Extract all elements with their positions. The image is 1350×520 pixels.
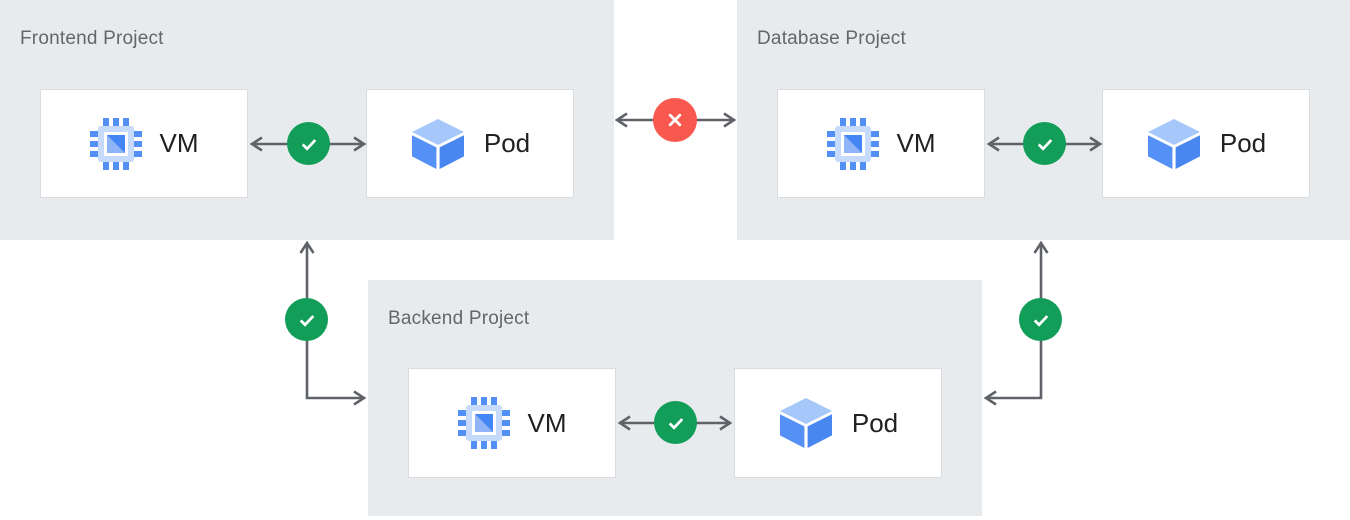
frontend-internal-allowed-badge bbox=[287, 122, 330, 165]
vm-icon bbox=[89, 117, 142, 170]
pod-label: Pod bbox=[851, 407, 899, 438]
frontend-database-blocked-badge bbox=[653, 98, 697, 142]
check-icon bbox=[1028, 307, 1054, 333]
vm-icon bbox=[826, 117, 879, 170]
frontend-pod-node: Pod bbox=[366, 89, 574, 198]
project-title-frontend: Frontend Project bbox=[20, 28, 164, 49]
database-vm-node: VM bbox=[777, 89, 985, 198]
pod-icon bbox=[1146, 118, 1202, 170]
project-panel-frontend: Frontend Project VM bbox=[0, 0, 614, 240]
project-title-database: Database Project bbox=[757, 28, 906, 49]
pod-label: Pod bbox=[1219, 128, 1267, 158]
pod-icon bbox=[410, 118, 466, 170]
backend-vm-node: VM bbox=[408, 368, 616, 478]
check-icon bbox=[296, 131, 322, 157]
frontend-vm-node: VM bbox=[40, 89, 248, 198]
vm-label: VM bbox=[527, 407, 567, 438]
frontend-backend-allowed-badge bbox=[285, 298, 328, 341]
backend-pod-node: Pod bbox=[734, 368, 942, 478]
x-icon bbox=[662, 107, 688, 133]
database-backend-allowed-badge bbox=[1019, 298, 1062, 341]
backend-internal-allowed-badge bbox=[654, 401, 697, 444]
pod-label: Pod bbox=[483, 128, 531, 158]
project-panel-database: Database Project VM bbox=[737, 0, 1350, 240]
database-internal-allowed-badge bbox=[1023, 122, 1066, 165]
database-pod-node: Pod bbox=[1102, 89, 1310, 198]
project-panel-backend: Backend Project VM bbox=[368, 280, 982, 516]
pod-icon bbox=[778, 397, 834, 449]
vm-icon bbox=[457, 397, 510, 449]
check-icon bbox=[1032, 131, 1058, 157]
check-icon bbox=[663, 410, 689, 436]
project-title-backend: Backend Project bbox=[388, 308, 530, 329]
vm-label: VM bbox=[159, 128, 199, 158]
check-icon bbox=[294, 307, 320, 333]
vm-label: VM bbox=[896, 128, 936, 158]
